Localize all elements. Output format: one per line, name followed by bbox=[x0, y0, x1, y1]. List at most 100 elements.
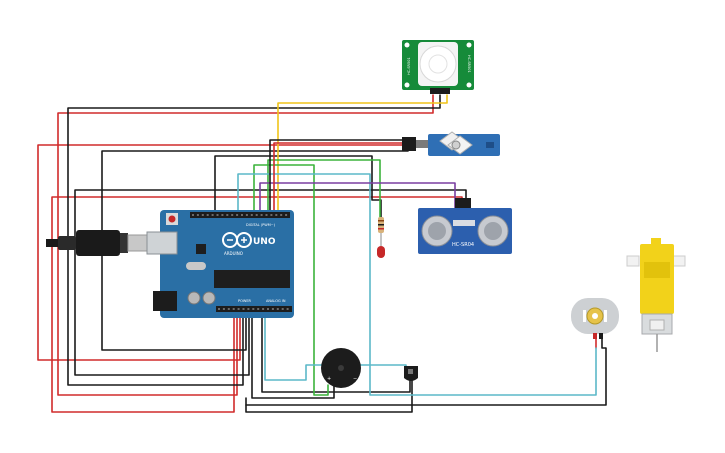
wire-yellow[interactable] bbox=[277, 94, 448, 211]
digital-header-pins bbox=[192, 214, 288, 216]
atmega-chip bbox=[214, 270, 290, 288]
transistor[interactable] bbox=[404, 366, 418, 381]
led[interactable] bbox=[377, 233, 385, 258]
wire-servo-dark[interactable] bbox=[269, 139, 411, 211]
header-pin bbox=[232, 308, 235, 310]
power-header-pins bbox=[218, 308, 289, 310]
resistor-band-3 bbox=[378, 228, 384, 230]
wire-purple[interactable] bbox=[259, 182, 456, 211]
servo-tab bbox=[486, 142, 494, 148]
usb-plug-collar bbox=[120, 233, 128, 253]
ultrasonic-pins bbox=[455, 198, 471, 208]
ultrasonic-sensor[interactable]: HC-SR04 bbox=[418, 198, 512, 254]
header-pin bbox=[255, 214, 258, 216]
wire-green-1[interactable] bbox=[267, 159, 381, 221]
ultrasonic-emitter-mesh bbox=[428, 222, 446, 240]
header-pin bbox=[252, 308, 255, 310]
header-pin bbox=[250, 214, 253, 216]
header-pin bbox=[281, 308, 284, 310]
capacitor-2 bbox=[202, 291, 216, 305]
servo-shaft bbox=[451, 140, 461, 150]
wire-black-6[interactable] bbox=[261, 304, 411, 393]
gear-motor-shade bbox=[644, 262, 670, 278]
power-jack-icon bbox=[153, 291, 177, 311]
usb-cable bbox=[46, 230, 153, 256]
dc-motor[interactable] bbox=[571, 298, 619, 339]
led-body bbox=[377, 246, 385, 258]
digital-header-label: DIGITAL (PWM~) bbox=[246, 223, 276, 227]
wire-black-2[interactable] bbox=[101, 150, 409, 351]
buzzer-hole bbox=[338, 365, 344, 371]
servo-motor[interactable] bbox=[402, 131, 500, 156]
header-pin bbox=[231, 214, 234, 216]
wire-black-4[interactable] bbox=[214, 155, 382, 221]
header-pin bbox=[275, 214, 278, 216]
header-pin bbox=[270, 214, 273, 216]
pir-right-label: HC-SR501 bbox=[467, 55, 471, 73]
wire-red-1[interactable] bbox=[57, 94, 434, 396]
wire-servo-red[interactable] bbox=[273, 142, 411, 211]
header-pin bbox=[206, 214, 209, 216]
gear-motor-shaft-left bbox=[626, 255, 640, 267]
header-pin bbox=[241, 214, 243, 216]
pir-dome bbox=[419, 45, 457, 83]
gear-motor[interactable] bbox=[626, 238, 686, 352]
header-pin bbox=[226, 214, 229, 216]
power-header-label: POWER bbox=[238, 299, 252, 303]
capacitor-1 bbox=[187, 291, 201, 305]
arduino-board[interactable]: UNO ARDUINO DIGITAL (PWM~) POWER ANALOG … bbox=[146, 210, 294, 318]
header-pin bbox=[211, 214, 214, 216]
piezo-buzzer[interactable]: + − bbox=[321, 348, 361, 388]
reset-button-cap[interactable] bbox=[168, 215, 176, 223]
header-pin bbox=[265, 214, 268, 216]
header-pin bbox=[196, 214, 199, 216]
analog-header-label: ANALOG IN bbox=[266, 299, 286, 303]
wire-green-2[interactable] bbox=[253, 164, 329, 396]
header-pin bbox=[192, 214, 194, 216]
usb-plug-body bbox=[76, 230, 120, 256]
header-pin bbox=[247, 308, 250, 310]
pir-sensor[interactable]: HC-SR501 HC-SR501 bbox=[402, 40, 474, 94]
servo-connector bbox=[402, 137, 416, 151]
pir-hole-2 bbox=[466, 42, 472, 48]
resistor-band-2 bbox=[378, 224, 384, 226]
header-pin bbox=[227, 308, 230, 310]
gear-motor-top-tab bbox=[651, 238, 661, 246]
motor-slot-right bbox=[604, 310, 607, 322]
header-pin bbox=[285, 214, 288, 216]
digital-header bbox=[190, 212, 290, 218]
svg-text:+: + bbox=[327, 376, 331, 382]
svg-text:−: − bbox=[353, 376, 357, 382]
usb-plug-icon bbox=[58, 236, 76, 250]
usb-cable-end bbox=[46, 239, 58, 247]
resistor[interactable] bbox=[378, 217, 384, 233]
header-pin bbox=[216, 214, 219, 216]
header-pin bbox=[271, 308, 274, 310]
header-pin bbox=[267, 308, 269, 310]
wire-black-7[interactable] bbox=[245, 334, 607, 406]
board-model-label: UNO bbox=[253, 237, 276, 247]
wire-red-2[interactable] bbox=[37, 144, 409, 361]
servo-lead-sheath bbox=[416, 140, 430, 148]
header-pin bbox=[245, 214, 248, 216]
usb-port bbox=[146, 231, 178, 255]
usb-ic bbox=[196, 244, 206, 254]
pir-dome-ring bbox=[428, 54, 448, 74]
gear-motor-shaft-right bbox=[672, 255, 686, 267]
header-pin bbox=[257, 308, 260, 310]
motor-shaft bbox=[592, 313, 598, 319]
ultrasonic-label: HC-SR04 bbox=[452, 242, 474, 248]
motor-terminal-black bbox=[599, 333, 603, 339]
pir-pins bbox=[430, 88, 450, 94]
resistor-band-1 bbox=[378, 220, 384, 222]
header-pin bbox=[222, 308, 225, 310]
pir-left-label: HC-SR501 bbox=[407, 57, 411, 75]
wire-black-3[interactable] bbox=[74, 189, 467, 376]
wire-cyan-1[interactable] bbox=[237, 173, 597, 396]
pir-hole-4 bbox=[466, 82, 472, 88]
wire-black-8[interactable] bbox=[245, 379, 413, 413]
header-pin bbox=[286, 308, 289, 310]
arduino-logo-icon bbox=[222, 232, 252, 248]
crystal bbox=[186, 262, 206, 270]
